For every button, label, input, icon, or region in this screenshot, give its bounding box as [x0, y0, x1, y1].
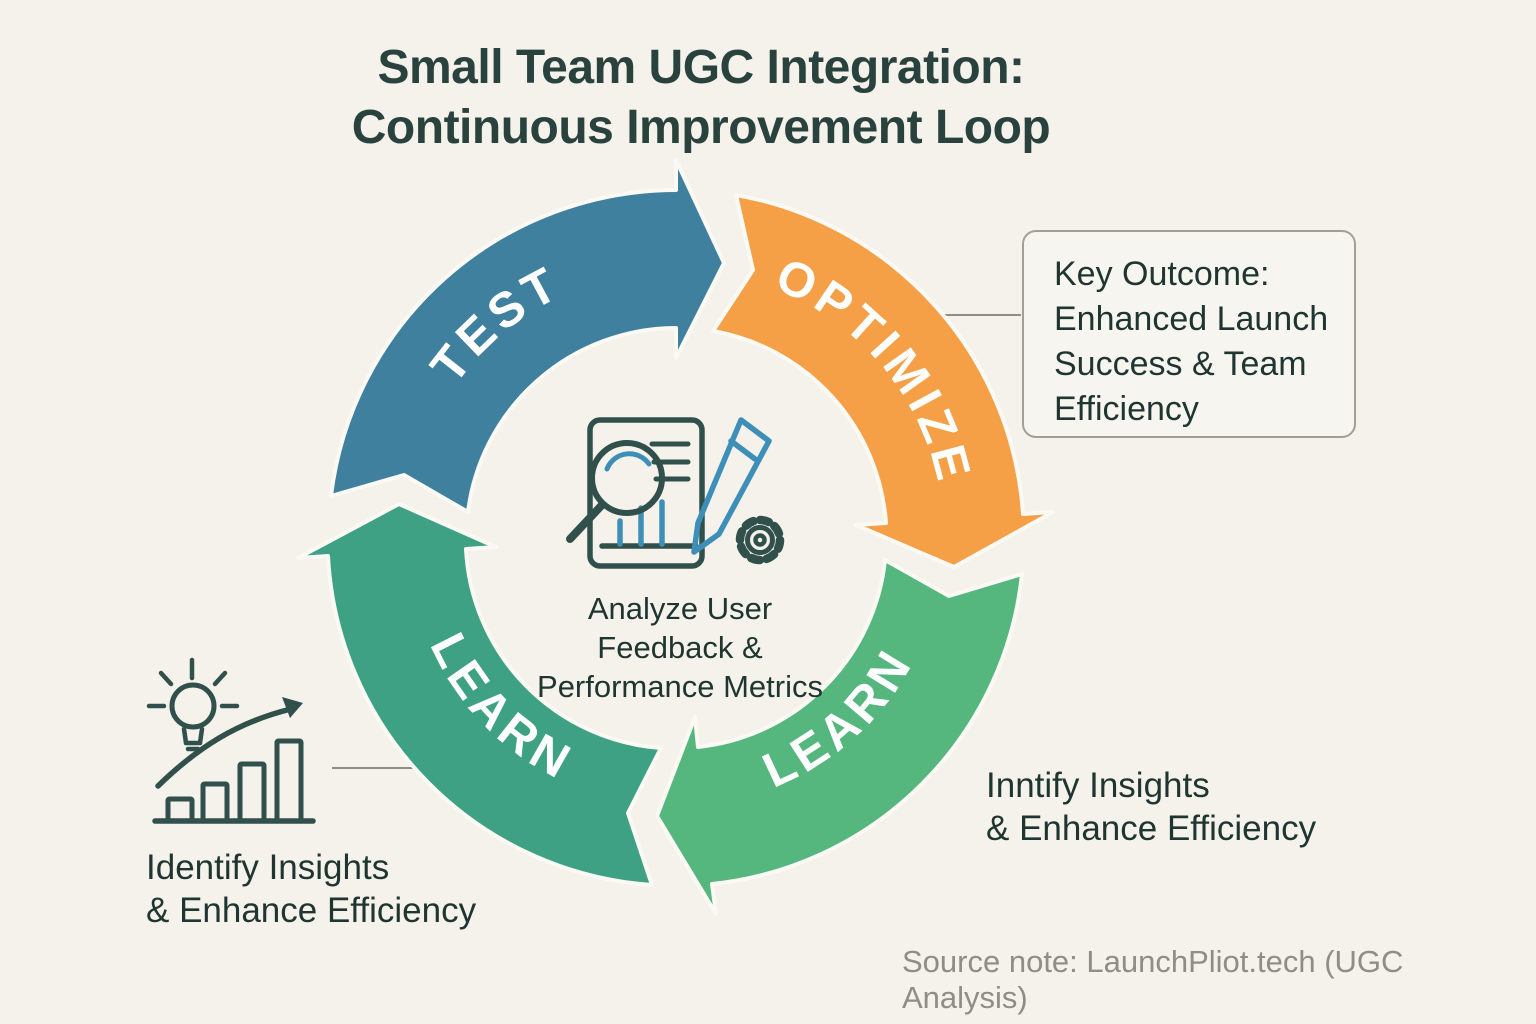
document-icon	[587, 417, 705, 569]
page-title: Small Team UGC Integration: Continuous I…	[0, 38, 1402, 158]
segment-learn-left-arrow	[296, 502, 663, 887]
document-analysis-icon	[566, 417, 785, 569]
lightbulb-rays	[146, 657, 240, 709]
cycle-ring: TEST OPTIMIZE LEARN LEARN	[296, 158, 1055, 916]
source-note: Source note: LaunchPliot.tech (UGC Analy…	[902, 944, 1404, 1015]
lightbulb-icon	[146, 657, 240, 752]
pencil-icon	[691, 417, 772, 555]
segment-test-arrow	[329, 158, 726, 514]
page-title-line1: Small Team UGC Integration:	[377, 41, 1025, 94]
callout-line3: Success & Team	[1054, 345, 1307, 383]
callout-line4: Efficiency	[1054, 390, 1199, 428]
right-note-line2: & Enhance Efficiency	[986, 809, 1317, 848]
right-note: Inntify Insights & Enhance Efficiency	[986, 764, 1316, 850]
left-note: Identify Insights & Enhance Efficiency	[146, 846, 476, 932]
segment-learn-right-arrow	[655, 558, 1024, 916]
growth-arrow	[155, 706, 294, 789]
page-title-line2: Continuous Improvement Loop	[351, 101, 1051, 154]
callout-line2: Enhanced Launch	[1054, 300, 1329, 338]
left-note-line1: Identify Insights	[146, 848, 390, 887]
key-outcome-callout: Key Outcome: Enhanced Launch Success & T…	[1022, 230, 1356, 438]
right-note-line1: Inntify Insights	[986, 766, 1210, 805]
magnifier-highlight	[604, 451, 652, 472]
left-note-line2: & Enhance Efficiency	[146, 891, 477, 930]
growth-arrowhead	[282, 697, 303, 718]
magnifier-icon	[589, 440, 665, 516]
callout-line1: Key Outcome:	[1054, 255, 1270, 293]
center-caption-line3: Performance Metrics	[537, 669, 823, 704]
magnifier-handle	[566, 502, 605, 543]
segment-optimize-arrow	[711, 193, 1055, 569]
chart-bars	[617, 499, 665, 547]
center-caption: Analyze User Feedback & Performance Metr…	[520, 589, 840, 706]
gear-icon	[735, 515, 785, 565]
growth-chart-icon	[152, 697, 316, 824]
center-caption-line1: Analyze User	[587, 591, 773, 626]
lightbulb-growth-chart-icon	[146, 657, 316, 824]
center-caption-line2: Feedback &	[597, 630, 763, 665]
